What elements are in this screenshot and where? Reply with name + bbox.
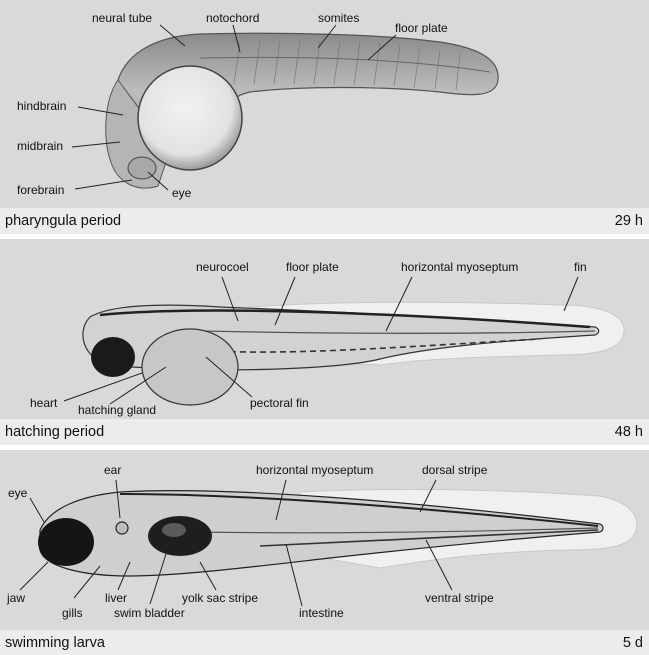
label-hatching-gland: hatching gland: [78, 403, 157, 417]
label-pectoral-fin: pectoral fin: [250, 396, 309, 410]
label-neurocoel: neurocoel: [196, 260, 249, 274]
label-liver: liver: [105, 591, 128, 605]
embryo-48h-image: [63, 276, 625, 406]
label-dorsal-stripe: dorsal stripe: [422, 463, 488, 477]
separator: [0, 445, 649, 450]
label-hindbrain: hindbrain: [17, 99, 67, 113]
period-age: 29 h: [614, 213, 643, 229]
label-gills: gills: [62, 606, 83, 620]
label-eye: eye: [172, 186, 192, 200]
label-horizontal-myoseptum: horizontal myoseptum: [256, 463, 374, 477]
larva-5d-image: [19, 479, 638, 607]
label-horizontal-myoseptum: horizontal myoseptum: [401, 260, 519, 274]
label-somites: somites: [318, 11, 360, 25]
label-neural-tube: neural tube: [92, 11, 153, 25]
label-fin: fin: [574, 260, 587, 274]
period-age: 5 d: [622, 635, 643, 651]
label-yolk-sac-stripe: yolk sac stripe: [182, 591, 259, 605]
panel-pharyngula: neural tube notochord somites floor plat…: [0, 0, 649, 208]
label-intestine: intestine: [299, 606, 344, 620]
caption-bar-hatching: hatching period 48 h: [0, 419, 649, 445]
label-floor-plate: floor plate: [286, 260, 339, 274]
label-notochord: notochord: [206, 11, 260, 25]
caption-bar-swimming-larva: swimming larva 5 d: [0, 630, 649, 655]
label-midbrain: midbrain: [17, 139, 64, 153]
label-ear: ear: [104, 463, 122, 477]
panel-swimming-larva: eye ear horizontal myoseptum dorsal stri…: [0, 450, 649, 630]
label-eye: eye: [8, 486, 28, 500]
panel-hatching: neurocoel floor plate horizontal myosept…: [0, 239, 649, 419]
label-ventral-stripe: ventral stripe: [425, 591, 494, 605]
label-heart: heart: [30, 396, 58, 410]
label-forebrain: forebrain: [17, 183, 65, 197]
period-name: swimming larva: [5, 635, 105, 651]
separator: [0, 234, 649, 239]
period-age: 48 h: [614, 424, 643, 440]
embryo-29h-image: [71, 24, 499, 191]
label-jaw: jaw: [7, 591, 26, 605]
label-floor-plate: floor plate: [395, 21, 448, 35]
period-name: hatching period: [5, 424, 105, 440]
label-swim-bladder: swim bladder: [114, 606, 185, 620]
caption-bar-pharyngula: pharyngula period 29 h: [0, 208, 649, 234]
period-name: pharyngula period: [5, 213, 122, 229]
